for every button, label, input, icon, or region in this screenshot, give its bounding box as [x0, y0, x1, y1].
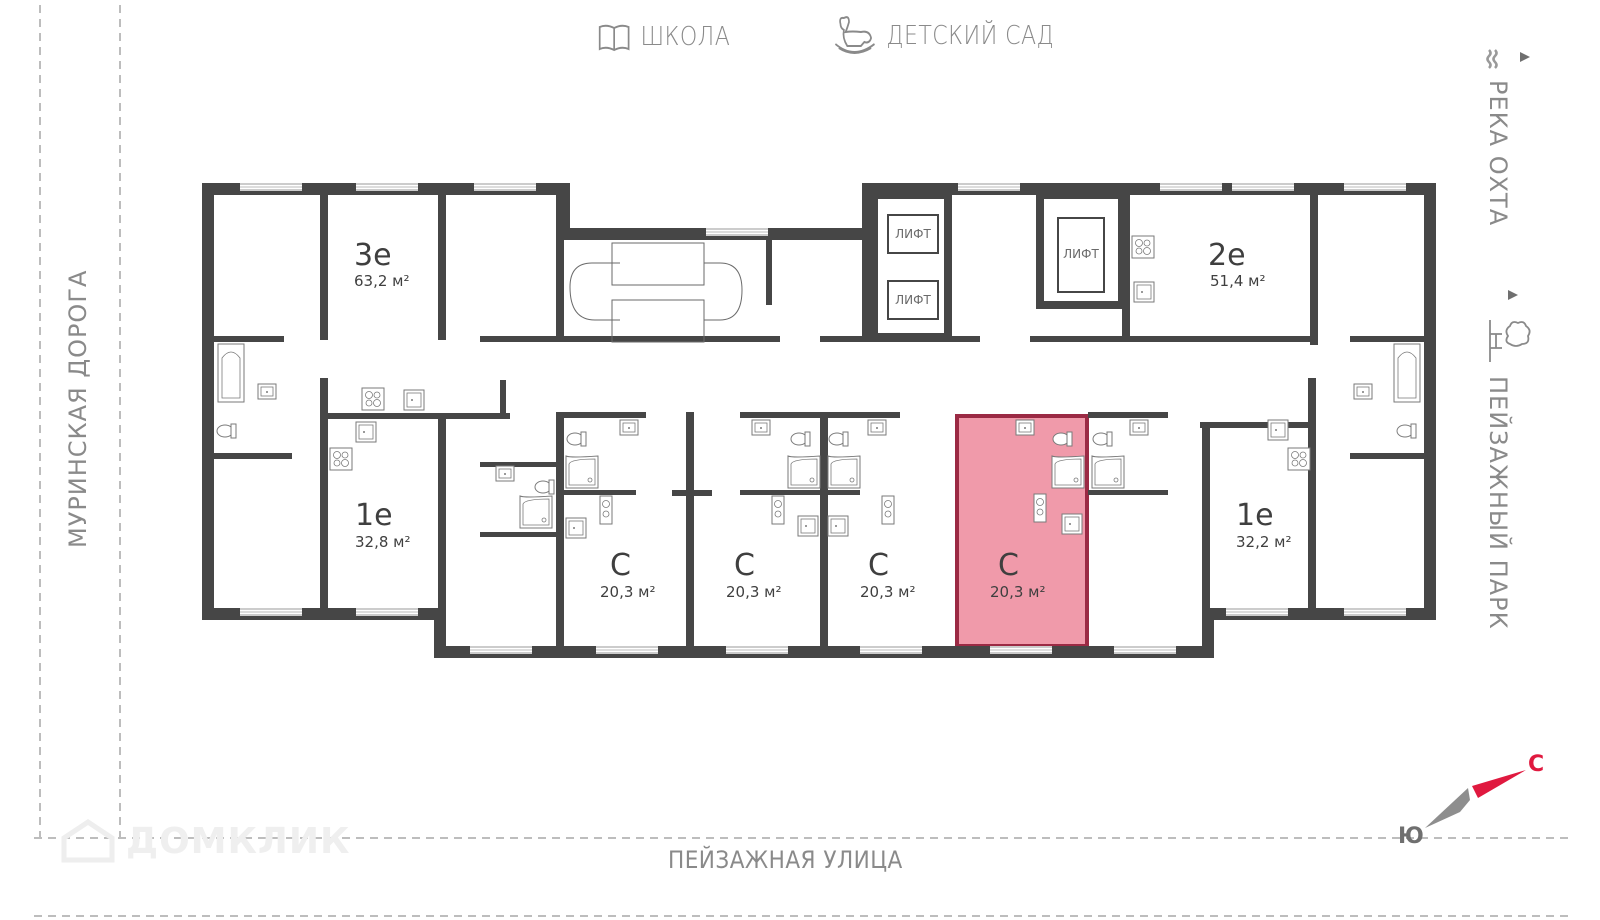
svg-text:С: С: [868, 548, 889, 583]
apt-3e[interactable]: 3е 63,2 м²: [354, 238, 410, 290]
park-bench-tree-icon: [1489, 290, 1531, 362]
svg-text:20,3 м²: 20,3 м²: [860, 583, 916, 601]
compass-north-arrow: [1472, 770, 1526, 798]
rocking-horse-icon: [834, 16, 875, 54]
compass: [1390, 750, 1560, 864]
compass-north-label: С: [1528, 752, 1545, 777]
apt-studio-2[interactable]: С 20,3 м²: [726, 548, 782, 601]
svg-text:2е: 2е: [1208, 238, 1246, 273]
apt-2e[interactable]: 2е 51,4 м²: [1208, 238, 1266, 290]
svg-text:20,3 м²: 20,3 м²: [726, 583, 782, 601]
svg-text:32,2 м²: 32,2 м²: [1236, 533, 1292, 551]
lift-label: ЛИФТ: [1063, 247, 1099, 261]
apt-studio-1[interactable]: С 20,3 м²: [600, 548, 656, 601]
svg-text:1е: 1е: [1236, 498, 1274, 533]
landmark-kindergarten: ДЕТСКИЙ САД: [832, 14, 1054, 58]
landmark-school: ШКОЛА: [598, 22, 730, 52]
landmark-park: [1486, 290, 1536, 374]
compass-south-arrow: [1425, 788, 1470, 828]
apt-studio-4[interactable]: С 20,3 м²: [990, 548, 1046, 601]
compass-south-label: Ю: [1398, 824, 1424, 849]
staircase: [569, 242, 743, 343]
kindergarten-label: ДЕТСКИЙ САД: [886, 21, 1055, 51]
arrow-right-icon: [1520, 52, 1530, 62]
svg-text:С: С: [610, 548, 631, 583]
lift-label: ЛИФТ: [895, 293, 931, 307]
svg-text:1е: 1е: [355, 498, 393, 533]
svg-text:3е: 3е: [354, 238, 392, 273]
apt-studio-3[interactable]: С 20,3 м²: [860, 548, 916, 601]
school-label: ШКОЛА: [640, 22, 731, 52]
svg-text:С: С: [734, 548, 755, 583]
watermark: ДОМКЛИК: [60, 818, 350, 864]
book-icon: [598, 24, 630, 52]
landmark-river: [1486, 48, 1536, 74]
domclick-logo-icon: [61, 818, 115, 863]
street-bottom-label: ПЕЙЗАЖНАЯ УЛИЦА: [668, 846, 903, 874]
water-waves-icon: [1486, 49, 1530, 69]
svg-text:32,8 м²: 32,8 м²: [355, 533, 411, 551]
svg-text:51,4 м²: 51,4 м²: [1210, 272, 1266, 290]
svg-text:63,2 м²: 63,2 м²: [354, 272, 410, 290]
svg-text:20,3 м²: 20,3 м²: [990, 583, 1046, 601]
arrow-right-icon: [1508, 290, 1518, 300]
lift-label: ЛИФТ: [895, 227, 931, 241]
apt-1e-right[interactable]: 1е 32,2 м²: [1236, 498, 1292, 551]
lifts: ЛИФТ ЛИФТ ЛИФТ: [887, 214, 1105, 320]
svg-text:20,3 м²: 20,3 м²: [600, 583, 656, 601]
apt-1e-left[interactable]: 1е 32,8 м²: [355, 498, 411, 551]
svg-text:С: С: [998, 548, 1019, 583]
